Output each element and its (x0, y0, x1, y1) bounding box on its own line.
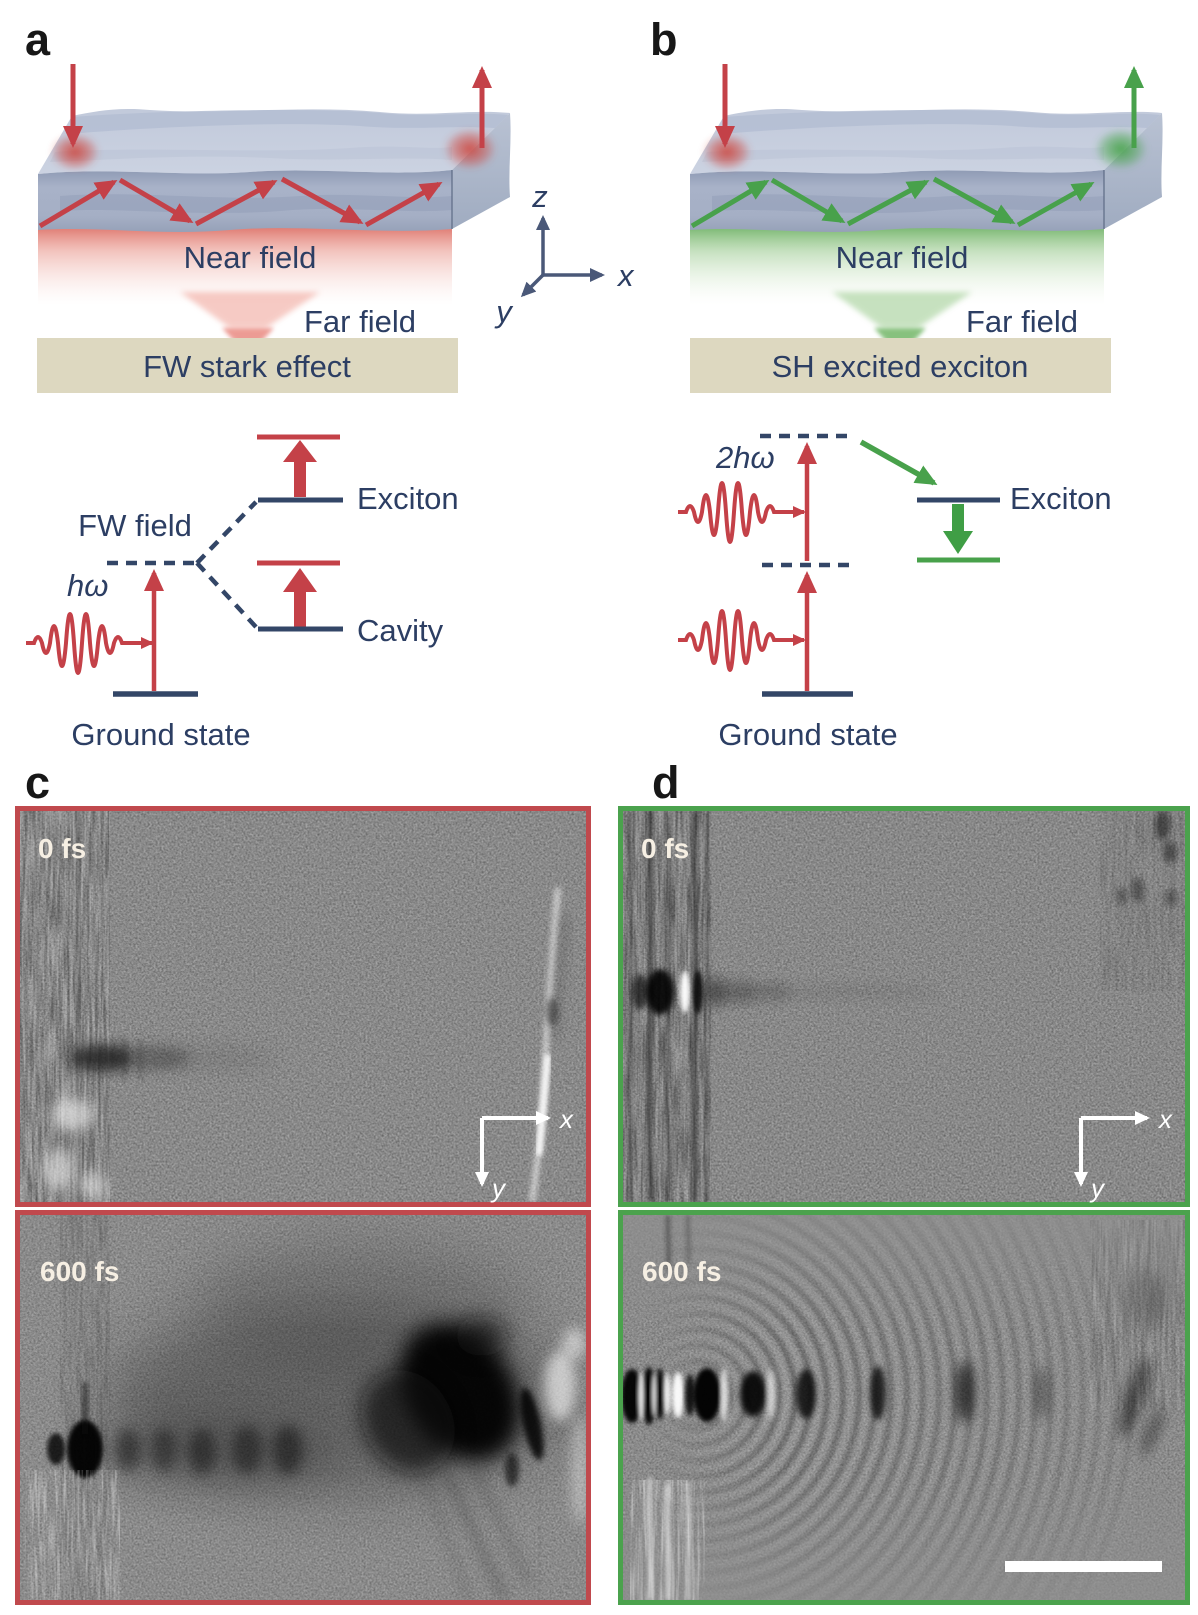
zigzag-beam-b (690, 176, 1095, 229)
photon-energy-label-a: hω (67, 568, 108, 603)
entry-spot-b (702, 133, 752, 171)
image-axis-y-c: y (490, 1173, 507, 1203)
stark-shift-arrow-exciton (283, 440, 317, 497)
virtual-level-dashes-b (760, 433, 853, 568)
axis-y-label: y (494, 294, 514, 329)
detector-label-b: SH excited exciton (772, 349, 1029, 384)
frame-border-d2 (618, 1210, 1190, 1605)
panel-c-label: c (25, 757, 50, 808)
waveguide-slab-a (37, 64, 512, 305)
laser-pulse-b2 (678, 611, 804, 670)
ground-state-label-a: Ground state (71, 717, 250, 752)
panel-b: b Near field Far field SH excited excito… (650, 14, 1164, 752)
exit-spot-a (443, 128, 497, 170)
far-field-label-a: Far field (304, 304, 416, 339)
stark-shift-arrow-cavity (283, 568, 317, 627)
image-axes-d: x y (1074, 1104, 1173, 1203)
panel-d-frame-600fs: 600 fs (618, 1210, 1190, 1605)
near-field-glow-a (38, 220, 452, 305)
near-field-label-b: Near field (836, 240, 969, 275)
panel-d-label: d (652, 757, 680, 808)
image-axes-c: x y (475, 1104, 574, 1203)
exciton-label-a: Exciton (357, 481, 459, 516)
time-label-c1: 0 fs (38, 833, 86, 864)
frame-border-d1 (618, 806, 1190, 1207)
coordinate-axes-3d: z x y (494, 179, 635, 329)
photon-energy-label-b: 2hω (715, 440, 775, 475)
image-axis-x-c: x (558, 1104, 574, 1134)
time-label-c2: 600 fs (40, 1256, 119, 1287)
time-label-d1: 0 fs (641, 833, 689, 864)
emission-arrow-b (943, 504, 973, 554)
panel-b-label: b (650, 14, 678, 65)
energy-diagram-a: Exciton Cavity FW field hω Ground state (26, 434, 459, 752)
zigzag-beam-a (38, 176, 443, 229)
energy-diagram-b: 2hω Ground state Exciton (678, 433, 1112, 752)
entry-spot-a (50, 133, 100, 171)
near-field-label-a: Near field (184, 240, 317, 275)
axis-x-label: x (616, 258, 635, 293)
panel-d: d (618, 757, 1190, 1605)
laser-pulse-b1 (678, 483, 804, 542)
frame-border-c2 (15, 1210, 591, 1605)
image-axis-x-d: x (1157, 1104, 1173, 1134)
laser-pulse-a (26, 614, 152, 673)
panel-c-frame-600fs: 600 fs (15, 1210, 591, 1605)
image-axis-y-d: y (1089, 1173, 1106, 1203)
cavity-label: Cavity (357, 613, 444, 648)
waveguide-slab-b (689, 64, 1164, 305)
detector-label-a: FW stark effect (143, 349, 351, 384)
detector-box-b (690, 338, 1111, 393)
panel-d-frame-0fs: 0 fs x y (618, 806, 1190, 1207)
detector-box-a (37, 338, 458, 393)
wavepacket-bars-d2 (623, 1356, 1164, 1456)
panel-a-label: a (25, 14, 51, 65)
near-field-glow-b (690, 220, 1104, 305)
axis-z-label: z (531, 179, 548, 214)
frame-border-c1 (15, 806, 591, 1207)
panel-a: a Near field Far field FW stark effect E… (25, 14, 512, 752)
time-label-d2: 600 fs (642, 1256, 721, 1287)
panel-c: c 0 fs x y (15, 757, 591, 1605)
fw-field-label: FW field (78, 508, 192, 543)
panel-c-frame-0fs: 0 fs x y (15, 806, 591, 1207)
far-field-label-b: Far field (966, 304, 1078, 339)
virtual-level-dashes-a (107, 500, 258, 629)
relaxation-arrow-b (859, 439, 938, 486)
scale-bar (1005, 1561, 1162, 1572)
ground-state-label-b: Ground state (718, 717, 897, 752)
exit-spot-b (1094, 128, 1148, 170)
exciton-label-b: Exciton (1010, 481, 1112, 516)
